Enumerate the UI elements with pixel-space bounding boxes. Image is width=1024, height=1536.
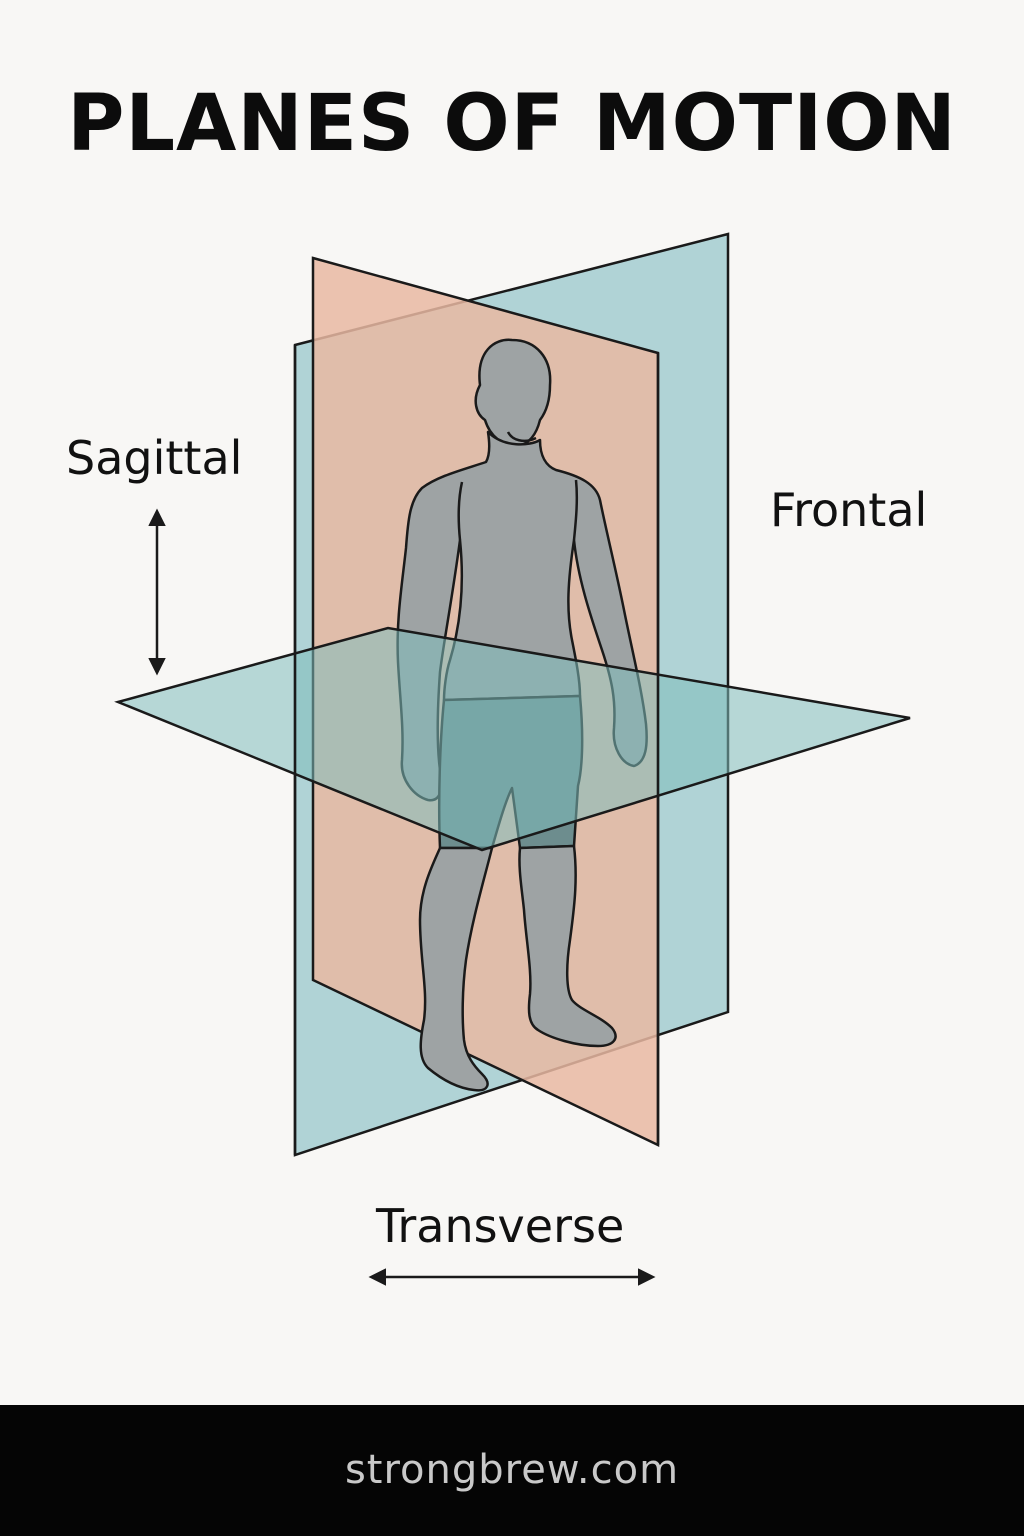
transverse-label: Transverse — [376, 1199, 625, 1253]
figure-head — [474, 338, 552, 448]
figure-right-leg — [518, 844, 617, 1048]
page-title: PLANES OF MOTION — [67, 79, 957, 169]
planes-diagram — [114, 232, 911, 1286]
frontal-label: Frontal — [770, 483, 928, 537]
transverse-plane — [114, 626, 911, 852]
footer-bar: strongbrew.com — [0, 1405, 1024, 1536]
footer-site-link[interactable]: strongbrew.com — [344, 1447, 680, 1493]
figure-left-leg — [418, 846, 494, 1092]
sagittal-label: Sagittal — [66, 431, 243, 485]
